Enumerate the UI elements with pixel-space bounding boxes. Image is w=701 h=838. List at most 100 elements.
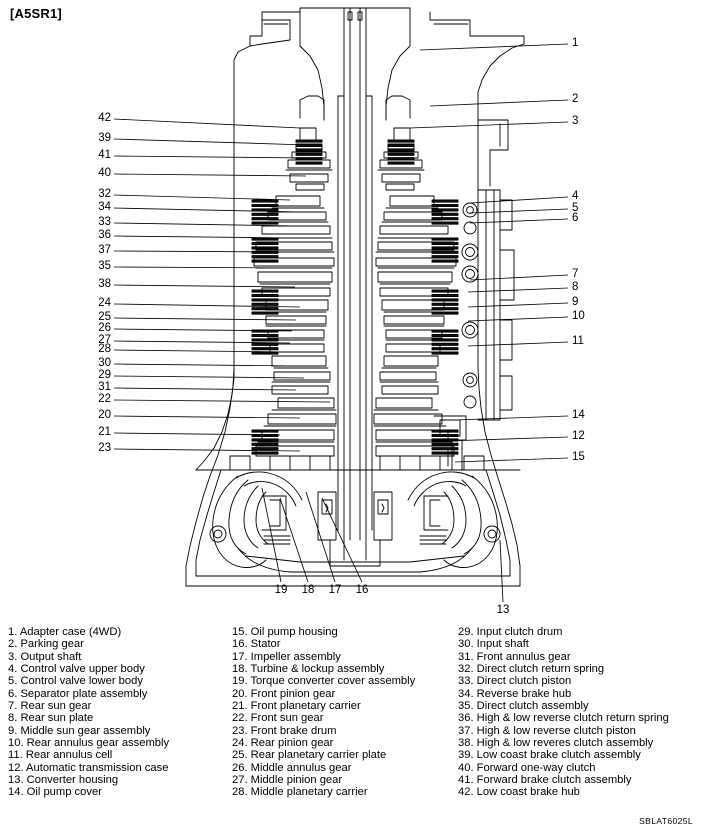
callout-number: 8 — [572, 281, 579, 293]
callout-number: 10 — [572, 310, 585, 322]
legend-item: 15. Oil pump housing — [232, 626, 338, 638]
callout-number: 23 — [98, 442, 111, 454]
legend-item: 26. Middle annulus gear — [232, 761, 352, 774]
callout-number: 34 — [98, 201, 111, 213]
legend-item: 6. Separator plate assembly — [8, 687, 148, 700]
legend-item: 24. Rear pinion gear — [232, 737, 334, 750]
callout-number: 14 — [572, 409, 585, 421]
legend-item: 18. Turbine & lockup assembly — [232, 663, 385, 676]
legend-item: 21. Front planetary carrier — [232, 700, 361, 713]
legend-item: 23. Front brake drum — [232, 724, 337, 737]
input-shaft — [337, 7, 373, 561]
callout-number: 9 — [572, 296, 579, 308]
legend-item: 28. Middle planetary carrier — [232, 786, 368, 799]
internal-components-right — [373, 95, 457, 457]
legend-item: 17. Impeller assembly — [232, 650, 341, 663]
legend-item: 20. Front pinion gear — [232, 687, 336, 700]
legend-item: 42. Low coast brake hub — [458, 786, 580, 799]
legend-item: 3. Output shaft — [8, 650, 82, 663]
callout-number: 24 — [98, 297, 111, 309]
legend-item: 38. High & low reveres clutch assembly — [458, 737, 654, 750]
legend-item: 32. Direct clutch return spring — [458, 663, 605, 676]
callout-number: 7 — [572, 268, 579, 280]
legend-item: 19. Torque converter cover assembly — [232, 675, 416, 688]
callout-number: 26 — [98, 322, 111, 334]
legend-item: 4. Control valve upper body — [8, 663, 145, 676]
legend-item: 40. Forward one-way clutch — [458, 761, 596, 774]
legend-item: 33. Direct clutch piston — [458, 675, 572, 688]
callout-number: 1 — [572, 37, 579, 49]
callout-number: 21 — [98, 426, 111, 438]
callout-number: 4 — [572, 190, 579, 202]
callout-number: 28 — [98, 343, 111, 355]
legend-item: 2. Parking gear — [8, 638, 84, 651]
legend-item: 25. Rear planetary carrier plate — [232, 749, 387, 762]
callout-number: 17 — [328, 584, 342, 596]
callout-number: 20 — [98, 409, 111, 421]
control-valve-body — [461, 189, 515, 421]
callout-number: 31 — [98, 381, 111, 393]
leader-lines — [113, 43, 569, 603]
legend-item: 22. Front sun gear — [232, 712, 324, 725]
legend-item: 8. Rear sun plate — [8, 712, 94, 725]
legend-item: 31. Front annulus gear — [458, 650, 571, 663]
legend-item: 36. High & low reverse clutch return spr… — [458, 712, 669, 725]
callout-number: 15 — [572, 451, 585, 463]
legend-item: 5. Control valve lower body — [8, 675, 143, 688]
callout-number: 38 — [98, 278, 111, 290]
callout-number: 11 — [572, 335, 584, 347]
callout-number: 5 — [572, 202, 579, 214]
callout-number: 2 — [572, 93, 579, 105]
legend-item: 27. Middle pinion gear — [232, 774, 343, 787]
transmission-case-body — [233, 7, 525, 121]
legend-item: 35. Direct clutch assembly — [458, 700, 589, 713]
callout-number: 37 — [98, 244, 111, 256]
callout-number: 19 — [274, 584, 288, 596]
legend-item: 1. Adapter case (4WD) — [8, 626, 122, 638]
callout-number: 42 — [98, 112, 111, 124]
callout-number: 16 — [355, 584, 369, 596]
callout-number: 35 — [98, 260, 111, 272]
legend-item: 7. Rear sun gear — [8, 700, 92, 713]
converter-housing-outline — [185, 119, 521, 587]
legend-item: 14. Oil pump cover — [8, 786, 102, 799]
callout-number: 36 — [98, 229, 111, 241]
reference-code: SBLAT6025L — [639, 816, 693, 826]
callout-number: 18 — [301, 584, 315, 596]
callout-number: 41 — [98, 149, 111, 161]
legend-item: 13. Converter housing — [8, 774, 119, 787]
callout-number: 39 — [98, 132, 111, 144]
callout-number: 13 — [496, 604, 510, 616]
legend-item: 11. Rear annulus cell — [8, 749, 113, 762]
legend-item: 41. Forward brake clutch assembly — [458, 774, 632, 787]
legend-item: 34. Reverse brake hub — [458, 687, 572, 700]
legend-item: 39. Low coast brake clutch assembly — [458, 749, 641, 762]
callout-number: 33 — [98, 216, 111, 228]
callout-number: 3 — [572, 115, 579, 127]
legend-item: 37. High & low reverse clutch piston — [458, 724, 636, 737]
clutch-plate-packs — [251, 139, 459, 455]
legend-item: 29. Input clutch drum — [458, 626, 563, 638]
callout-number: 12 — [572, 430, 585, 442]
callout-number: 29 — [98, 369, 111, 381]
callout-number: 25 — [98, 311, 111, 323]
callout-number: 40 — [98, 167, 111, 179]
callout-number: 27 — [98, 334, 111, 346]
legend-item: 16. Stator — [232, 638, 281, 651]
transmission-cross-section-drawing — [113, 7, 569, 603]
callout-number: 22 — [98, 393, 111, 405]
callout-number: 6 — [572, 212, 579, 224]
legend-item: 30. Input shaft — [458, 638, 529, 651]
legend-item: 9. Middle sun gear assembly — [8, 724, 151, 737]
page-title: [A5SR1] — [10, 6, 62, 21]
callout-number: 30 — [98, 357, 111, 369]
torque-converter — [209, 471, 501, 573]
callout-number: 32 — [98, 188, 111, 200]
legend-item: 10. Rear annulus gear assembly — [8, 737, 170, 750]
legend-item: 12. Automatic transmission case — [8, 761, 169, 774]
